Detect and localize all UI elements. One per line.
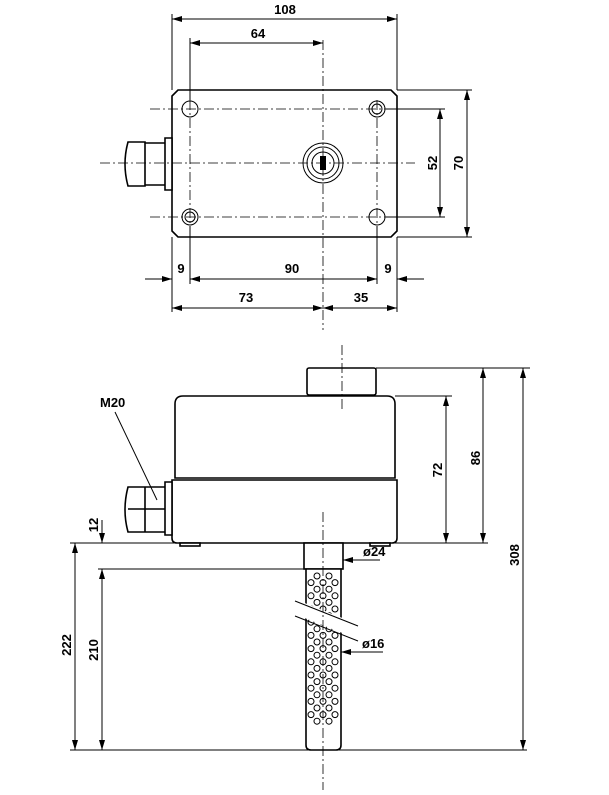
perforation-hole	[325, 704, 333, 712]
perforation-hole	[331, 711, 339, 719]
perforation-hole	[331, 579, 339, 587]
perforation-hole	[313, 664, 321, 672]
perforation-hole	[307, 697, 315, 705]
dim-308: 308	[507, 544, 522, 566]
perforation-hole	[325, 717, 333, 725]
perforation-hole	[313, 704, 321, 712]
perforation-hole	[313, 572, 321, 580]
dim-64: 64	[251, 26, 266, 41]
dim-70: 70	[451, 156, 466, 170]
perforation-hole	[313, 638, 321, 646]
perforation-hole	[307, 579, 315, 587]
perforation-hole	[307, 592, 315, 600]
perforation-hole	[325, 691, 333, 699]
perforation-hole	[313, 691, 321, 699]
perforation-hole	[325, 664, 333, 672]
cable-gland	[124, 137, 173, 191]
dim-86: 86	[468, 451, 483, 465]
perforation-hole	[313, 678, 321, 686]
dim-35: 35	[354, 290, 368, 305]
perforation-hole	[325, 585, 333, 593]
perforation-hole	[307, 645, 315, 653]
label-probe-dia: ø16	[362, 636, 384, 651]
housing-cover	[174, 395, 396, 479]
perforation-hole	[313, 651, 321, 659]
perforation-hole	[325, 572, 333, 580]
dim-12: 12	[86, 518, 101, 532]
dim-72: 72	[430, 463, 445, 477]
cable-gland-side	[124, 481, 173, 536]
dim-90: 90	[285, 261, 299, 276]
perforation-hole	[307, 711, 315, 719]
side-view: M20 ø24 ø16 72 86 308 222 210 12	[59, 345, 530, 790]
dim-73: 73	[239, 290, 253, 305]
housing-outline	[171, 89, 398, 238]
perforation-hole	[313, 585, 321, 593]
dim-52: 52	[425, 156, 440, 170]
top-view: 108 64 52 70 9 90 9 73 35	[100, 2, 472, 330]
dim-9-right: 9	[384, 261, 391, 276]
perforation-hole	[331, 645, 339, 653]
perforation-hole	[331, 671, 339, 679]
housing-base	[171, 479, 398, 544]
neck	[303, 542, 344, 570]
perforation-hole	[307, 658, 315, 666]
perforation-hole	[331, 697, 339, 705]
perforation-hole	[325, 598, 333, 606]
label-neck-dia: ø24	[363, 544, 386, 559]
perforation-hole	[325, 638, 333, 646]
dim-210: 210	[86, 639, 101, 661]
perforation-hole	[331, 684, 339, 692]
perforation-hole	[307, 684, 315, 692]
perforation-hole	[331, 592, 339, 600]
perforation-hole	[325, 678, 333, 686]
knob	[306, 367, 377, 396]
m20-leader	[114, 411, 158, 501]
dim-108: 108	[274, 2, 296, 17]
probe	[305, 568, 342, 751]
perforation-hole	[331, 605, 339, 613]
perforation-hole	[307, 631, 315, 639]
perforation-hole	[313, 598, 321, 606]
perforation-hole	[331, 658, 339, 666]
label-m20: M20	[100, 395, 125, 410]
dim-222: 222	[59, 634, 74, 656]
perforation-hole	[319, 684, 327, 692]
perforation-hole	[313, 625, 321, 633]
perforation-hole	[307, 671, 315, 679]
break-lines	[297, 600, 360, 640]
perforation-hole	[313, 717, 321, 725]
dim-9-left: 9	[177, 261, 184, 276]
perforation-hole	[325, 651, 333, 659]
